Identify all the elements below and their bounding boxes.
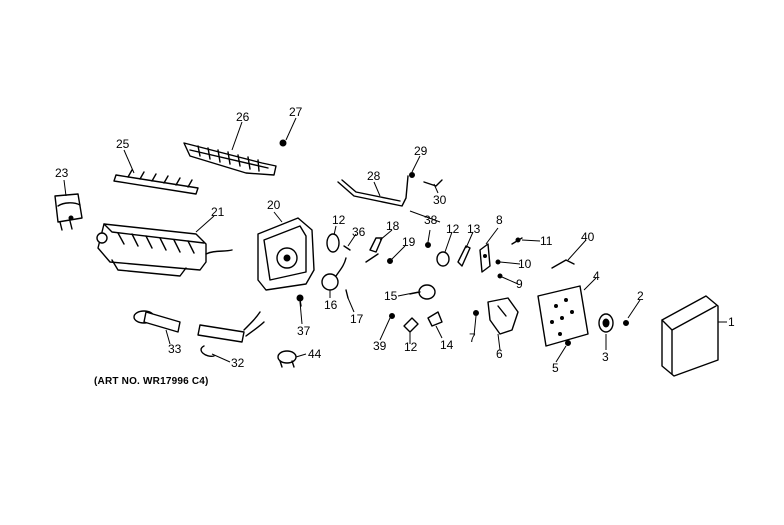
label-9: 9 <box>516 277 523 291</box>
label-16: 16 <box>324 298 338 312</box>
part-3-gear <box>598 313 614 333</box>
part-18-lever <box>365 237 383 263</box>
label-3: 3 <box>602 350 609 364</box>
part-21-mold <box>96 223 233 277</box>
label-12-middle: 12 <box>446 222 460 236</box>
label-8: 8 <box>496 213 503 227</box>
part-10-screw <box>495 259 501 265</box>
label-36: 36 <box>352 225 366 239</box>
label-28: 28 <box>367 169 381 183</box>
part-12-gear-b <box>436 251 450 267</box>
part-1-cover <box>661 295 719 377</box>
part-labels: 1 2 3 4 5 6 7 8 9 10 11 12 12 12 13 14 1… <box>55 105 735 375</box>
label-17: 17 <box>350 312 364 326</box>
leader-lines <box>63 117 727 363</box>
label-38: 38 <box>424 213 438 227</box>
label-15: 15 <box>384 289 398 303</box>
label-11: 11 <box>540 234 553 248</box>
part-25-ejector <box>113 169 199 195</box>
part-15-grommet <box>409 284 436 300</box>
label-1: 1 <box>728 315 735 329</box>
part-29-screw <box>409 172 415 178</box>
part-28-arm <box>337 175 409 207</box>
label-12-lower: 12 <box>404 340 418 354</box>
part-17-screw <box>345 289 349 299</box>
part-11-screw <box>511 237 523 245</box>
part-12-gear-c <box>403 317 419 333</box>
part-32-clip <box>200 345 215 358</box>
label-12-upper: 12 <box>332 213 346 227</box>
part-40-bracket <box>551 259 575 269</box>
part-39-screw <box>389 313 395 319</box>
label-18: 18 <box>386 219 400 233</box>
label-25: 25 <box>116 137 130 151</box>
part-30-spring <box>423 179 443 187</box>
part-38-pin <box>425 242 431 248</box>
part-5-screw <box>565 340 571 346</box>
label-32: 32 <box>231 356 245 370</box>
label-10: 10 <box>518 257 532 271</box>
part-20-housing <box>257 217 315 291</box>
part-44-thermostat <box>277 350 297 368</box>
part-13-cam <box>457 245 471 267</box>
part-9-screw <box>497 273 503 279</box>
part-12-gear-a <box>326 233 340 253</box>
label-6: 6 <box>496 347 503 361</box>
label-4: 4 <box>593 269 600 283</box>
label-26: 26 <box>236 110 250 124</box>
label-27: 27 <box>289 105 303 119</box>
art-number-caption: (ART NO. WR17996 C4) <box>94 376 209 387</box>
part-19-screw <box>387 258 393 264</box>
label-29: 29 <box>414 144 428 158</box>
part-harness <box>197 311 265 343</box>
label-39: 39 <box>373 339 387 353</box>
part-8-switch <box>479 243 491 273</box>
label-30: 30 <box>433 193 447 207</box>
label-19: 19 <box>402 235 416 249</box>
label-14: 14 <box>440 338 454 352</box>
label-40: 40 <box>581 230 595 244</box>
label-13: 13 <box>467 222 481 236</box>
label-33: 33 <box>168 342 182 356</box>
part-26-stripper <box>183 142 277 176</box>
part-4-plate <box>537 285 589 347</box>
part-7-screw <box>473 310 479 316</box>
part-2-screw <box>623 320 629 326</box>
label-2: 2 <box>637 289 644 303</box>
label-23: 23 <box>55 166 69 180</box>
part-16-motor <box>321 257 347 291</box>
part-33-fill-cup <box>133 310 181 333</box>
label-21: 21 <box>211 205 225 219</box>
label-20: 20 <box>267 198 281 212</box>
label-37: 37 <box>297 324 311 338</box>
label-5: 5 <box>552 361 559 375</box>
part-27-screw <box>279 139 287 147</box>
label-44: 44 <box>308 347 322 361</box>
part-23-solenoid <box>54 193 83 231</box>
label-7: 7 <box>469 331 476 345</box>
part-6-timer <box>487 297 519 335</box>
part-14-clip <box>427 311 443 327</box>
part-36-screw <box>343 245 351 251</box>
